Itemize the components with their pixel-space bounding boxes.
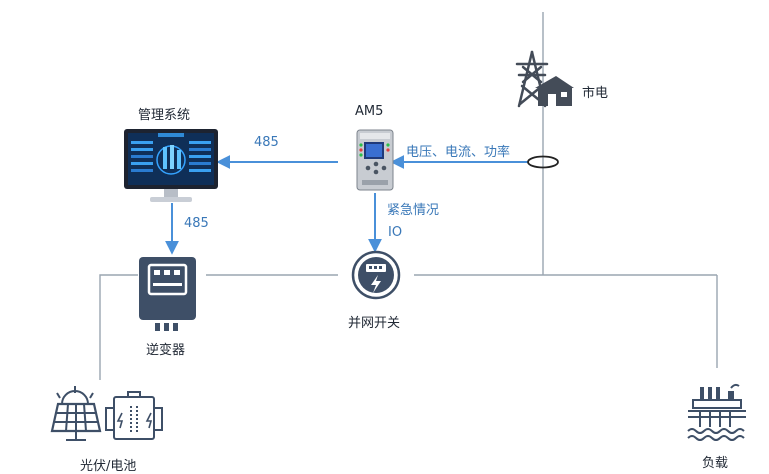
house-icon [535,76,574,106]
switch-label: 并网开关 [348,316,401,331]
io-label: IO [388,225,403,240]
am5-device-icon [356,129,394,191]
measurement-label: 电压、电流、功率 [406,145,511,160]
inverter-icon [139,257,196,331]
grid-switch-icon [351,250,401,300]
current-sensor-icon [527,155,559,169]
grid-label: 市电 [582,86,609,101]
management-label: 管理系统 [138,108,191,123]
solar-panel-icon [50,386,102,441]
edge-485-side-label: 485 [184,216,209,231]
battery-icon [105,391,163,440]
factory-icon [687,383,746,441]
emergency-label: 紧急情况 [387,203,440,218]
am5-label: AM5 [355,104,384,119]
pv-battery-label: 光伏/电池 [80,459,137,474]
load-label: 负载 [702,456,729,471]
edge-485-top-label: 485 [254,135,279,150]
connection-lines [99,12,718,380]
monitor-icon [124,129,218,202]
signal-arrows [165,155,528,255]
pv-line [99,274,138,380]
inverter-label: 逆变器 [146,343,186,358]
